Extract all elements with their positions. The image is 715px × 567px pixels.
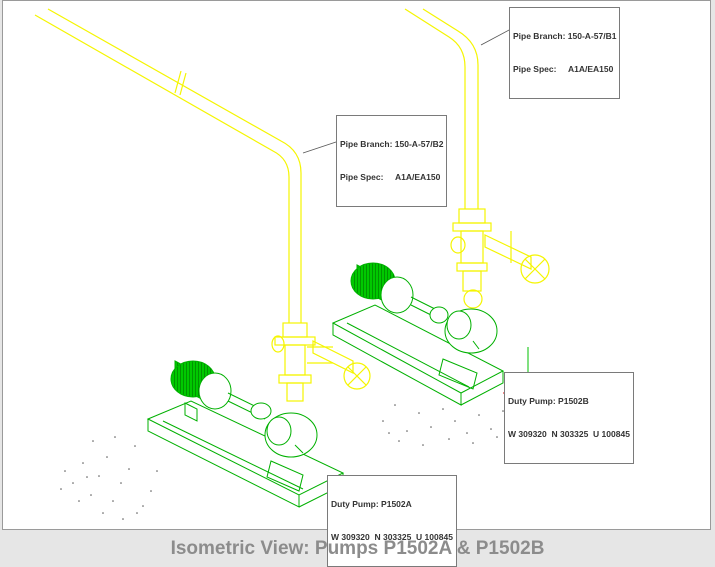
label-pipe-branch-b1[interactable]: Pipe Branch: 150-A-57/B1 Pipe Spec: A1A/…	[509, 7, 621, 99]
leader-lines	[302, 28, 512, 154]
pipe-branch-b2	[34, 8, 333, 402]
label-line: Pipe Spec: A1A/EA150	[513, 64, 614, 74]
label-duty-pump-p1502b[interactable]: Duty Pump: P1502B W 309320 N 303325 U 10…	[504, 372, 634, 464]
pump-p1502b	[331, 262, 505, 406]
label-line: Pipe Spec: A1A/EA150	[340, 172, 441, 182]
isometric-drawing	[34, 8, 603, 520]
foundation-hatch-b	[382, 404, 516, 446]
pump-p1502a	[146, 360, 345, 508]
valve-handwheel-b2	[312, 340, 371, 390]
pipe-branch-b1	[404, 8, 492, 309]
foundation-hatch-a	[60, 436, 158, 520]
label-line: Pipe Branch: 150-A-57/B2	[340, 139, 444, 149]
label-line: Duty Pump: P1502B	[508, 396, 589, 406]
label-line: Pipe Branch: 150-A-57/B1	[513, 31, 617, 41]
label-line: Duty Pump: P1502A	[331, 499, 412, 509]
label-line: W 309320 N 303325 U 100845	[508, 429, 630, 439]
label-pipe-branch-b2[interactable]: Pipe Branch: 150-A-57/B2 Pipe Spec: A1A/…	[336, 115, 448, 207]
label-line: W 309320 N 303325 U 100845	[331, 532, 453, 542]
label-duty-pump-p1502a[interactable]: Duty Pump: P1502A W 309320 N 303325 U 10…	[327, 475, 457, 567]
figure-caption: Isometric View: Pumps P1502A & P1502B	[170, 538, 545, 559]
valve-handwheel-b1	[484, 231, 550, 284]
